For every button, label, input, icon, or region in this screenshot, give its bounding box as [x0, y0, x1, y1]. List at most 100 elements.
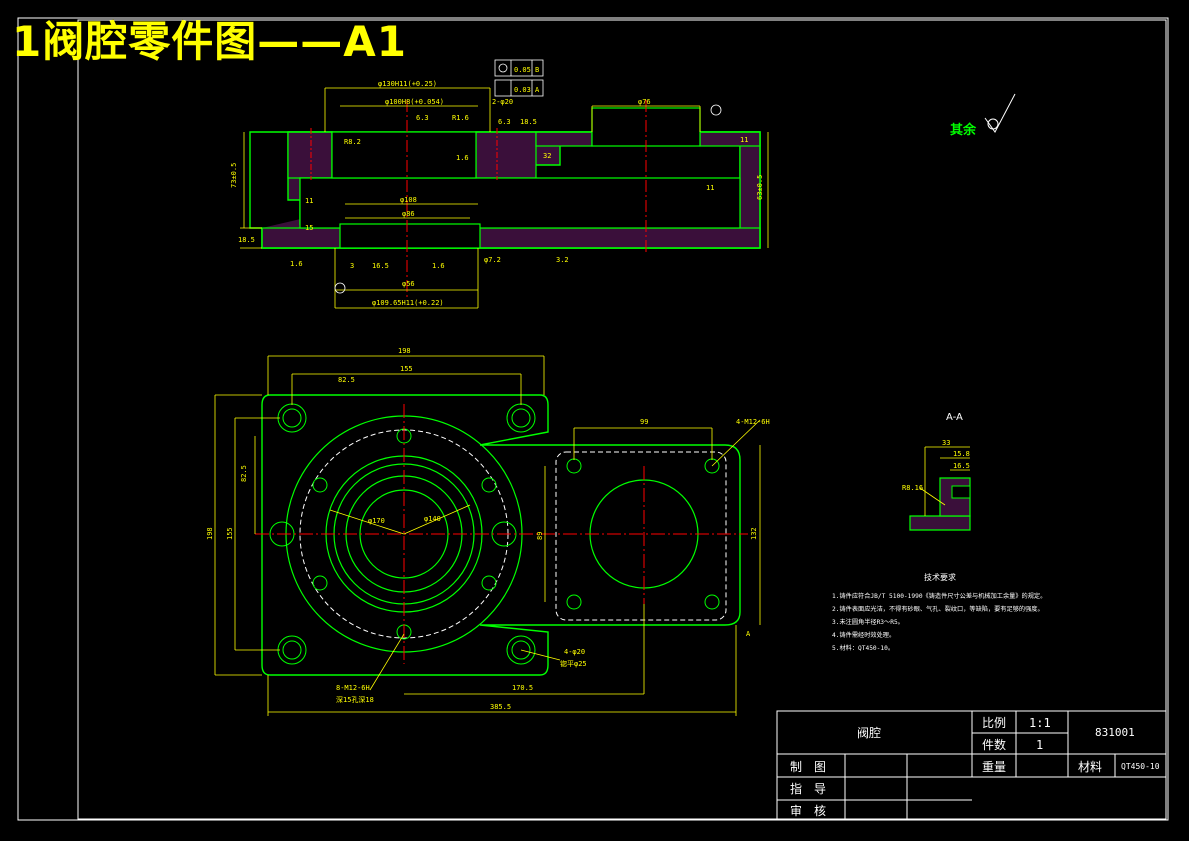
- plan-dim-h5: 132: [750, 527, 758, 540]
- tol-value-1: 0.05: [514, 66, 531, 74]
- dim-d7: φ56: [402, 280, 415, 288]
- dim-r2: R1.6: [452, 114, 469, 122]
- tb-qty-value: 1: [1036, 738, 1043, 752]
- title-block: [776, 710, 1167, 820]
- aa-dim-d: R8.16: [902, 484, 923, 492]
- tech-item-4: 4.铸件需经时效处理。: [832, 631, 895, 639]
- section-view-main: 0.05 B 0.03 A φ130H11(+0.25) φ100H8(+0.0…: [230, 59, 769, 309]
- tb-scale-label: 比例: [982, 716, 1006, 730]
- tech-item-2: 2.铸件表面应光洁，不得有砂眼、气孔、裂纹口，等缺陷，要有足够的强度。: [832, 605, 1044, 613]
- drawing-title: 1阀腔零件图——A1: [12, 17, 407, 66]
- dim-v3: 11: [740, 136, 748, 144]
- tb-material-value: QT450-10: [1121, 762, 1160, 771]
- dim-h4: 3.2: [556, 256, 569, 264]
- tol-datum-b: B: [535, 66, 539, 74]
- dim-v2: 63±0.5: [756, 175, 764, 200]
- section-top-bore: [331, 131, 477, 179]
- plan-dim-d2: φ140: [424, 515, 441, 523]
- plan-dim-w5: 170.5: [512, 684, 533, 692]
- plan-mark-a: A: [746, 630, 751, 638]
- plan-callout-c1: 4-M12-6H: [736, 418, 770, 426]
- section-inner-cavity: [299, 177, 741, 229]
- aa-dim-c: 16.5: [953, 462, 970, 470]
- dim-d4: φ76: [638, 98, 651, 106]
- dim-d6: φ86: [402, 210, 415, 218]
- plan-dim-h3: 82.5: [240, 465, 248, 482]
- plan-dim-h2: 155: [226, 527, 234, 540]
- dim-d2: φ100H8(+0.054): [385, 98, 444, 106]
- dim-v6: 18.5: [238, 236, 255, 244]
- tb-qty-label: 件数: [982, 737, 1006, 752]
- tb-drawn-label: 制 图: [790, 760, 826, 774]
- section-hatch-top-right: [699, 131, 761, 147]
- thread-hole-4: [704, 594, 720, 610]
- plan-right-hidden: [555, 451, 727, 621]
- dim-d9: φ7.2: [484, 256, 501, 264]
- tol-value-2: 0.03: [514, 86, 531, 94]
- plan-callout-c5: 深15孔深18: [336, 695, 374, 704]
- pcd-hole-2: [481, 477, 497, 493]
- roughness-note: 其余: [950, 122, 977, 138]
- dim-v7: 15: [305, 224, 313, 232]
- plan-dim-w2: 155: [400, 365, 413, 373]
- tech-heading: 技术要求: [924, 572, 956, 582]
- roughness-symbol: [984, 93, 1016, 133]
- pcd-hole-6: [312, 477, 328, 493]
- tech-item-1: 1.铸件应符合JB/T 5100-1990《铸造件尺寸公差与机械加工余量》的规定…: [832, 592, 1046, 600]
- plan-dim-w1: 198: [398, 347, 411, 355]
- section-hatch-top-mid: [535, 131, 593, 147]
- tb-drawing-no: 831001: [1095, 726, 1135, 739]
- dim-r5: 1.6: [290, 260, 303, 268]
- dim-d1: φ130H11(+0.25): [378, 80, 437, 88]
- plan-callout-c4: 8-M12-6H: [336, 684, 370, 692]
- tech-requirements: 技术要求 1.铸件应符合JB/T 5100-1990《铸造件尺寸公差与机械加工余…: [832, 572, 1046, 652]
- tb-guide-label: 指 导: [790, 781, 826, 796]
- thread-hole-3: [566, 594, 582, 610]
- section-aa-label: A-A: [946, 412, 963, 423]
- plan-dim-w4: 99: [640, 418, 648, 426]
- section-hatch-mid: [475, 131, 537, 179]
- tb-scale-value: 1:1: [1029, 716, 1051, 730]
- plan-view: 198 155 82.5 198 155 82.5 φ170 φ140 99 8…: [206, 347, 770, 716]
- plan-callout-c2: 4-φ20: [564, 648, 585, 656]
- inner-border: [77, 19, 1167, 820]
- corner-hole-br: [506, 635, 536, 665]
- plan-dim-w3: 82.5: [338, 376, 355, 384]
- dim-h1: 18.5: [520, 118, 537, 126]
- dim-d3: 2-φ20: [492, 98, 513, 106]
- tech-item-5: 5.材料：QT450-10。: [832, 644, 894, 652]
- tb-material-label: 材料: [1078, 760, 1102, 774]
- tb-weight-label: 重量: [982, 760, 1006, 774]
- plan-dim-d1: φ170: [368, 517, 385, 525]
- dim-h5: 16.5: [372, 262, 389, 270]
- dim-r3: 6.3: [416, 114, 429, 122]
- tb-part-name: 阀腔: [857, 725, 881, 740]
- corner-hole-tl: [277, 403, 307, 433]
- dim-d5: φ108: [400, 196, 417, 204]
- dim-r1: R8.2: [344, 138, 361, 146]
- dim-h3: 1.6: [456, 154, 469, 162]
- section-bottom-boss: [339, 223, 481, 249]
- outer-border: [17, 17, 1169, 821]
- dim-r6: 1.6: [432, 262, 445, 270]
- corner-hole-tr: [506, 403, 536, 433]
- tol-datum-a: A: [535, 86, 540, 94]
- aa-dim-b: 15.8: [953, 450, 970, 458]
- section-hatch-base: [261, 227, 761, 249]
- dim-d8: φ109.65H11(+0.22): [372, 299, 444, 307]
- dim-h6: 3: [350, 262, 354, 270]
- dim-r4: 6.3: [498, 118, 511, 126]
- plan-dim-h4: 89: [536, 532, 544, 540]
- aa-dim-a: 33: [942, 439, 950, 447]
- dim-v5: 11: [706, 184, 714, 192]
- dim-v4: 11: [305, 197, 313, 205]
- corner-hole-bl: [277, 635, 307, 665]
- pcd-hole-3: [481, 575, 497, 591]
- plan-dim-h1: 198: [206, 527, 214, 540]
- thread-hole-1: [566, 458, 582, 474]
- plan-outline: [261, 394, 741, 676]
- plan-dim-w6: 385.5: [490, 703, 511, 711]
- section-hatch-left: [287, 131, 333, 179]
- pcd-hole-5: [312, 575, 328, 591]
